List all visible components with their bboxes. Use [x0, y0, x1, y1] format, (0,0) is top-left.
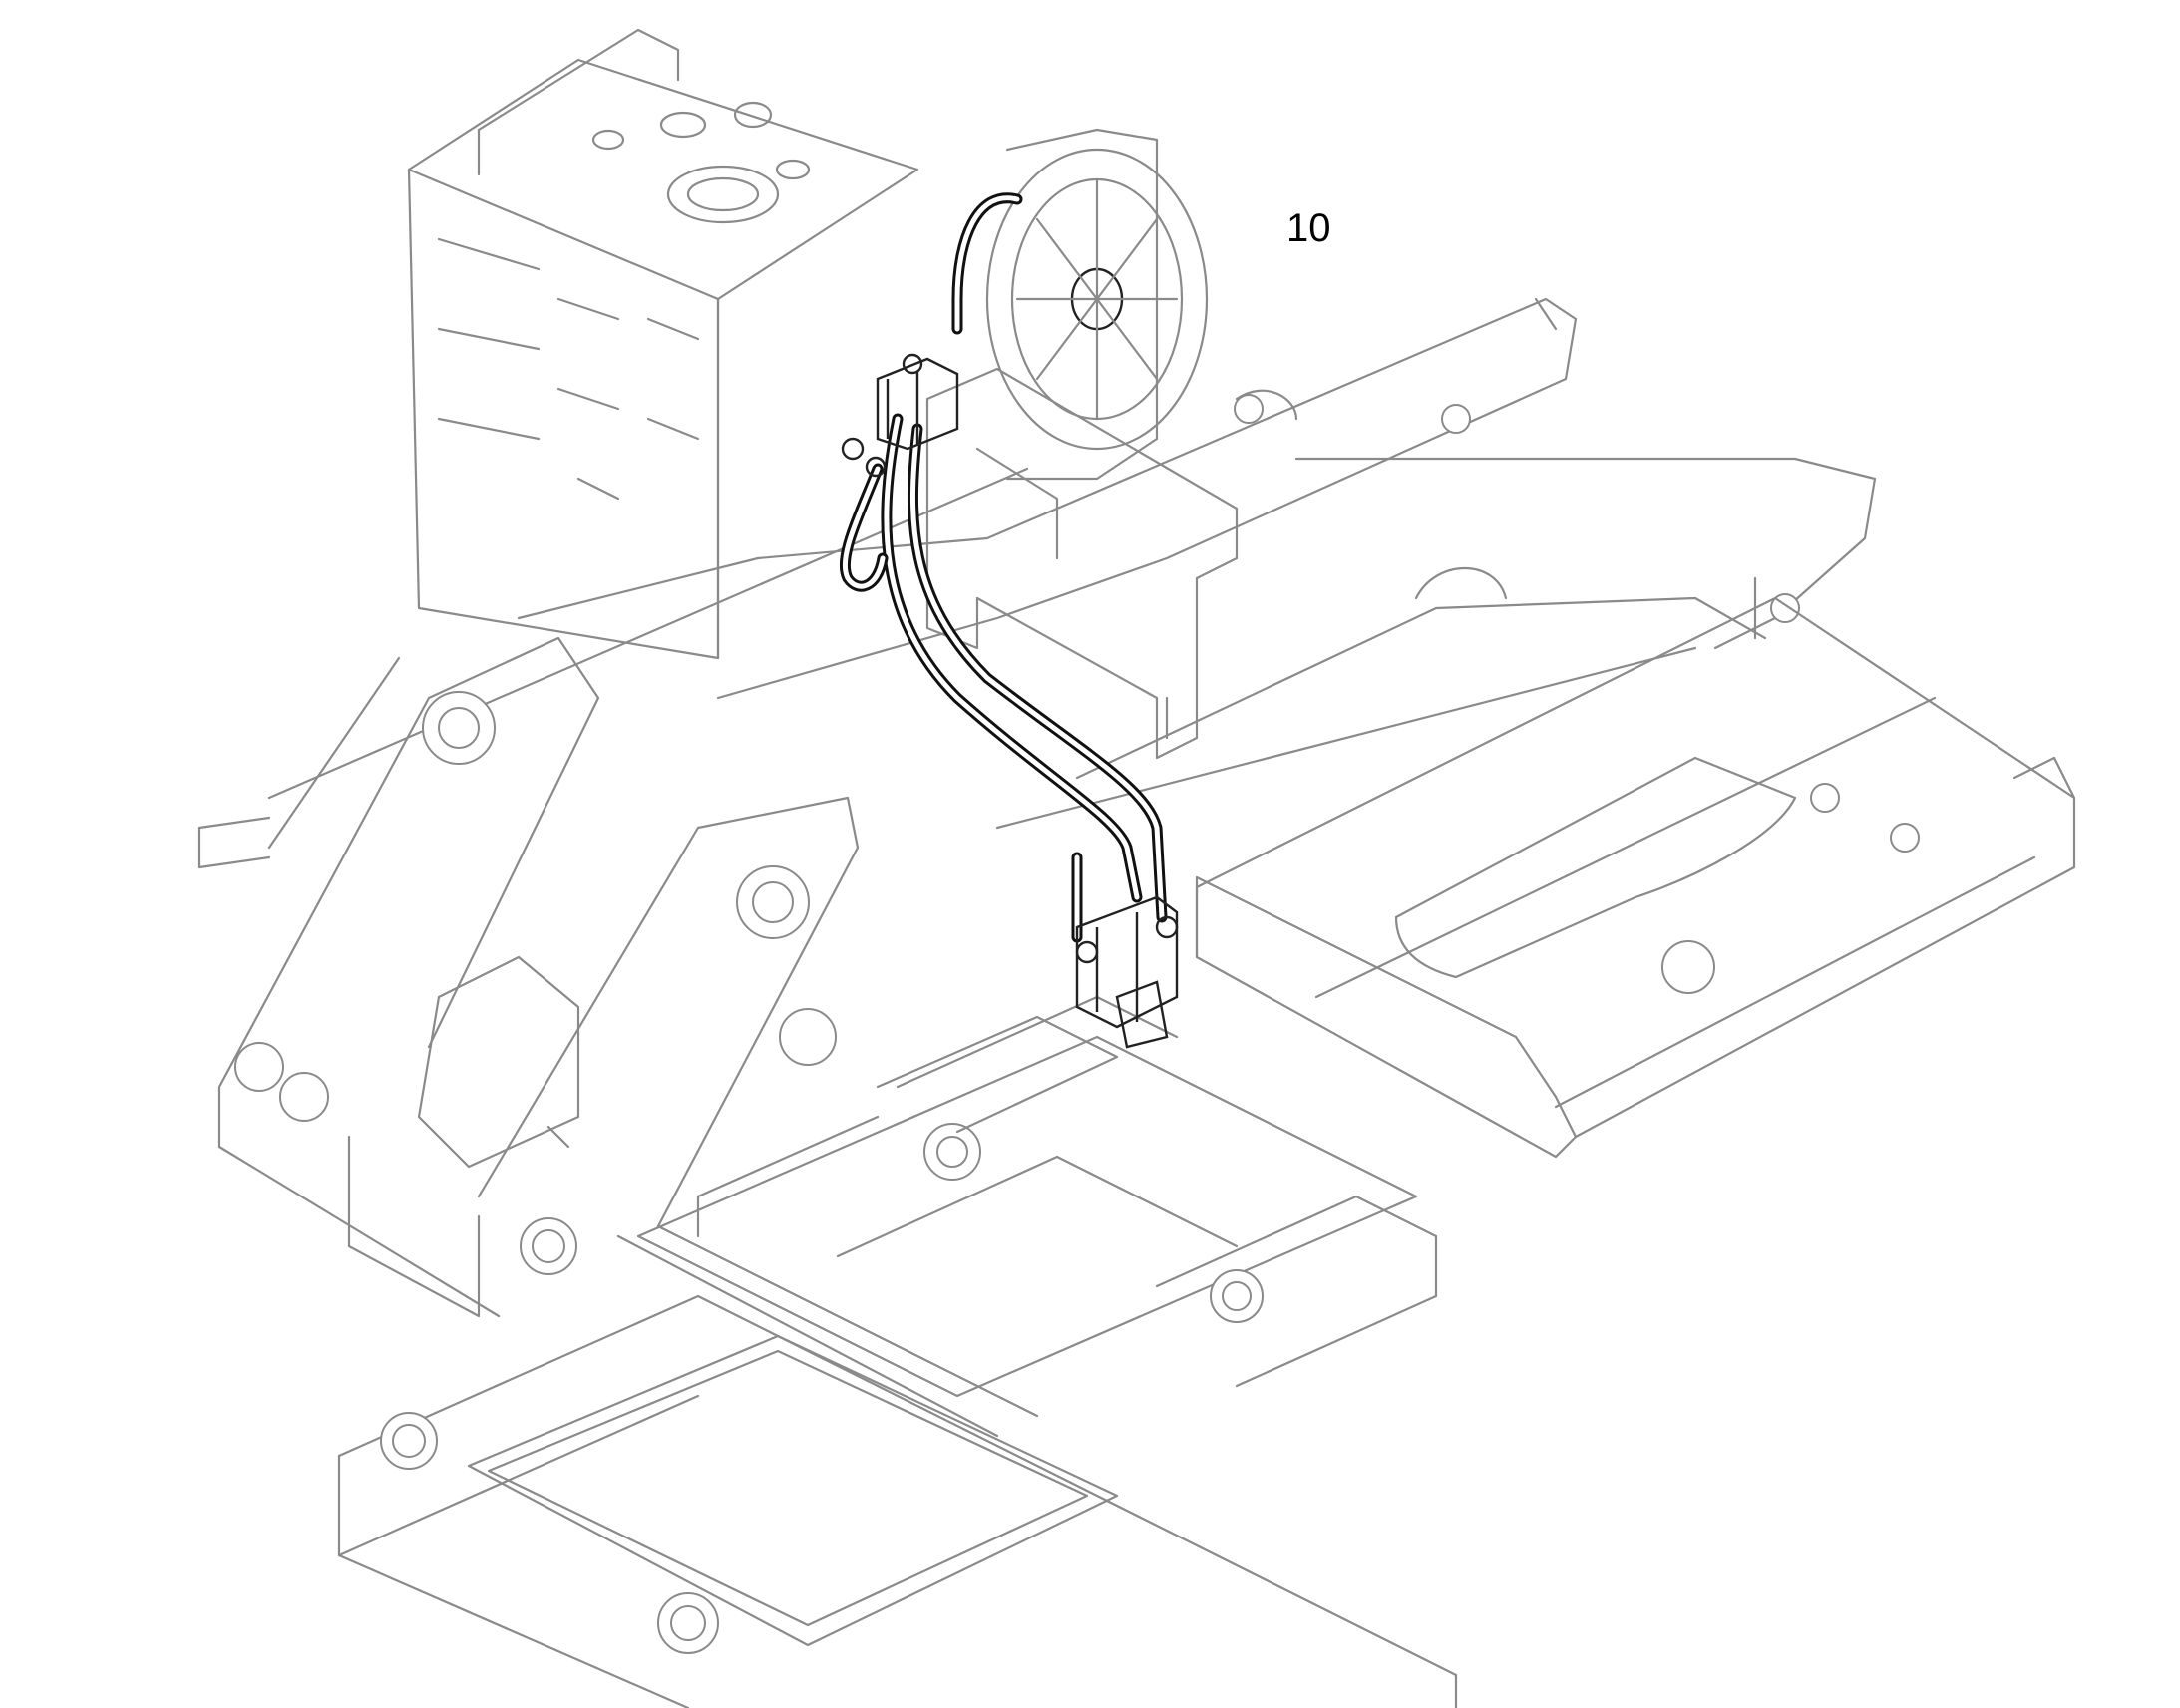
right-platform: [1195, 596, 2076, 1159]
mounting-bracket: [925, 367, 1239, 760]
lower-rear-frame: [337, 1224, 1458, 1708]
fan-cooler: [985, 128, 1209, 481]
valve-block-lower: [1075, 895, 1179, 1049]
valve-block-upper: [841, 353, 959, 478]
middle-frame: [636, 995, 1438, 1398]
boom-mount: [197, 467, 1029, 1318]
hydraulic-hose-assembly: [839, 192, 1168, 943]
callout-label: 10: [1286, 206, 1331, 250]
hydraulic-tank: [407, 28, 919, 660]
upper-frame: [517, 297, 1877, 830]
